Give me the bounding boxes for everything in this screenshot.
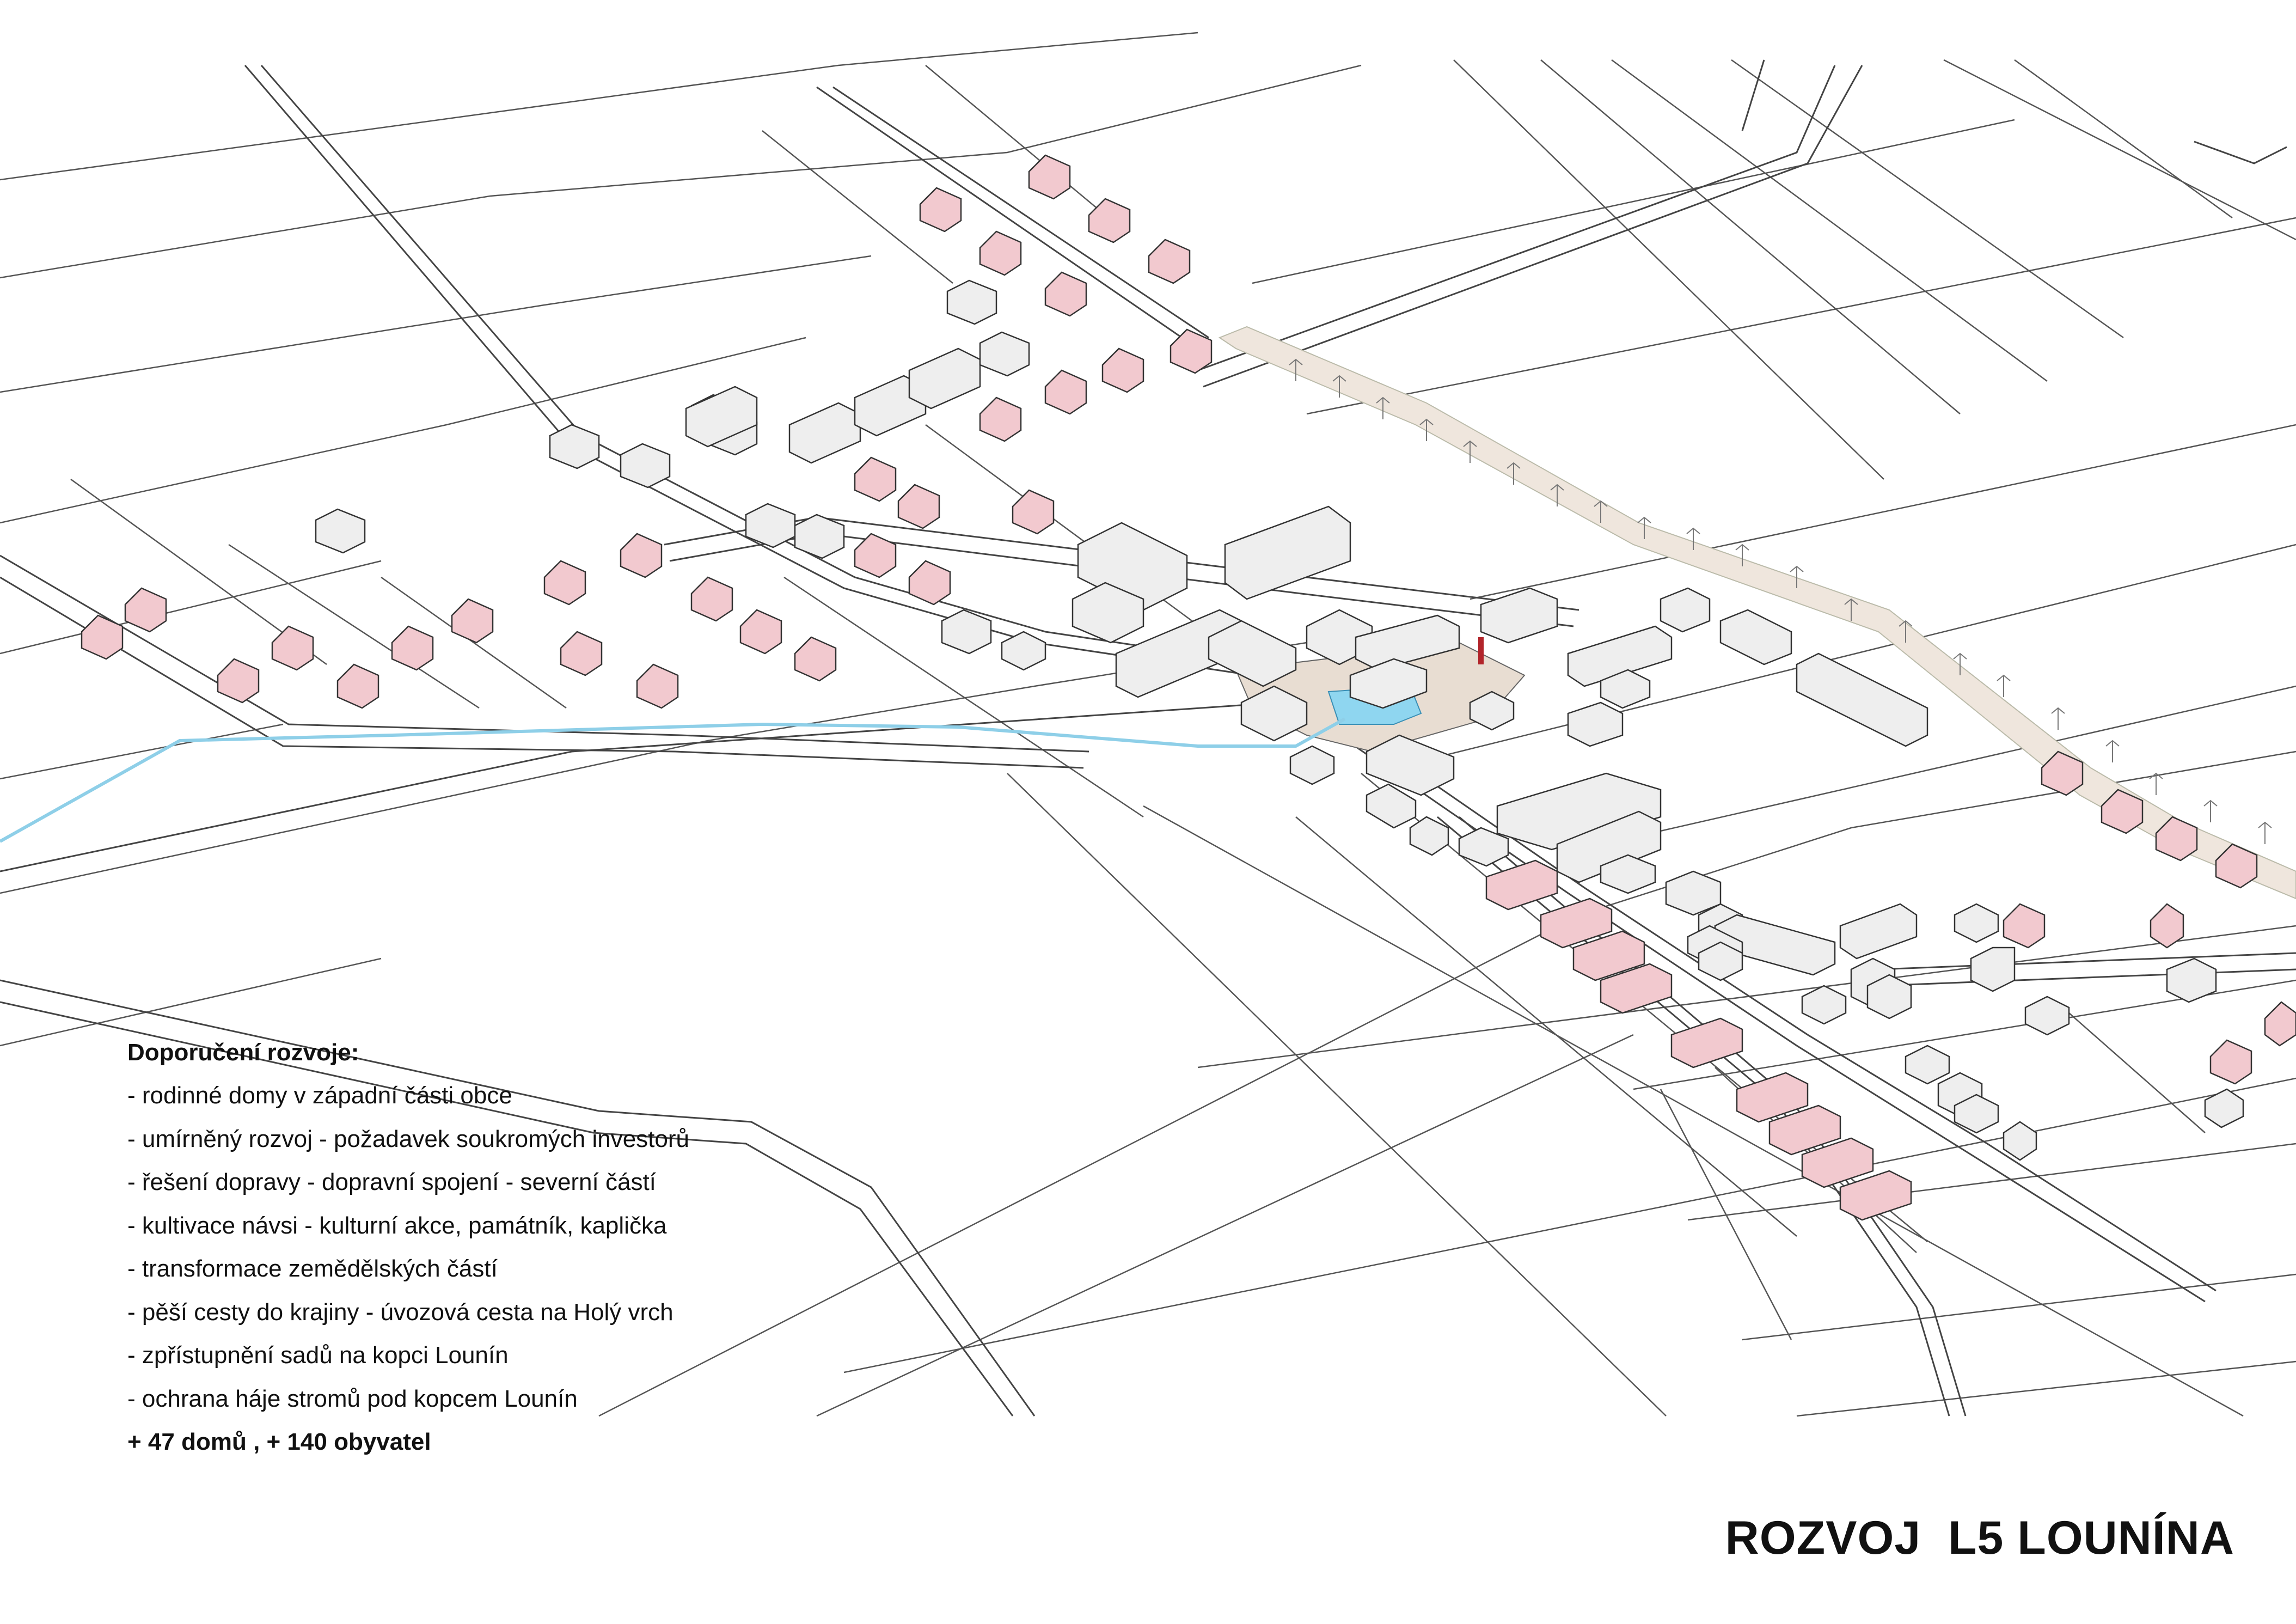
legend-item: - transformace zemědělských částí — [127, 1255, 498, 1282]
legend-item: - rodinné domy v západní části obce — [127, 1082, 512, 1109]
main-road-north-edge — [260, 65, 1264, 666]
north-lane-edge — [832, 86, 1209, 339]
legend-item: - umírněný rozvoj - požadavek soukromých… — [127, 1125, 689, 1152]
main-road-north — [244, 65, 1253, 676]
avenue-trees — [1289, 358, 2272, 844]
south-road-edge — [0, 1001, 1014, 1417]
legend-heading: Doporučení rozvoje: — [127, 1039, 359, 1066]
stream — [0, 717, 1346, 843]
legend-item: - kultivace návsi - kulturní akce, památ… — [127, 1212, 667, 1239]
east-cross-road — [1878, 952, 2296, 970]
parcel-lines — [0, 32, 2296, 1417]
west-road-edge — [0, 576, 1084, 769]
northeast-road-edge — [1203, 65, 1863, 388]
track — [1741, 59, 1765, 131]
page-title: ROZVOJ L5 LOUNÍNA — [1725, 1512, 2234, 1564]
north-cross-road — [664, 516, 1579, 611]
existing-buildings — [315, 279, 2244, 1161]
east-road-edge — [1268, 669, 2217, 1292]
legend-summary: + 47 domů , + 140 obyvatel — [127, 1428, 431, 1455]
legend-item: - ochrana háje stromů pod kopcem Lounín — [127, 1385, 578, 1412]
proposed-houses — [81, 154, 2296, 1221]
monument — [1478, 637, 1484, 664]
legend-item: - zpřístupnění sadů na kopci Lounín — [127, 1342, 509, 1369]
south-road — [0, 979, 1036, 1417]
west-road — [0, 554, 1089, 753]
north-lane — [816, 86, 1198, 350]
northeast-road — [1197, 65, 1836, 371]
legend-item: - pěší cesty do krajiny - úvozová cesta … — [127, 1298, 674, 1326]
development-recommendations: Doporučení rozvoje: - rodinné domy v záp… — [127, 1031, 944, 1463]
roads — [0, 59, 2296, 1417]
east-cross-road-edge — [1878, 968, 2296, 987]
north-cross-road-edge — [669, 533, 1574, 627]
path-ne — [2194, 141, 2287, 164]
diagonal-road — [0, 701, 1280, 872]
legend-item: - řešení dopravy - dopravní spojení - se… — [127, 1169, 656, 1195]
